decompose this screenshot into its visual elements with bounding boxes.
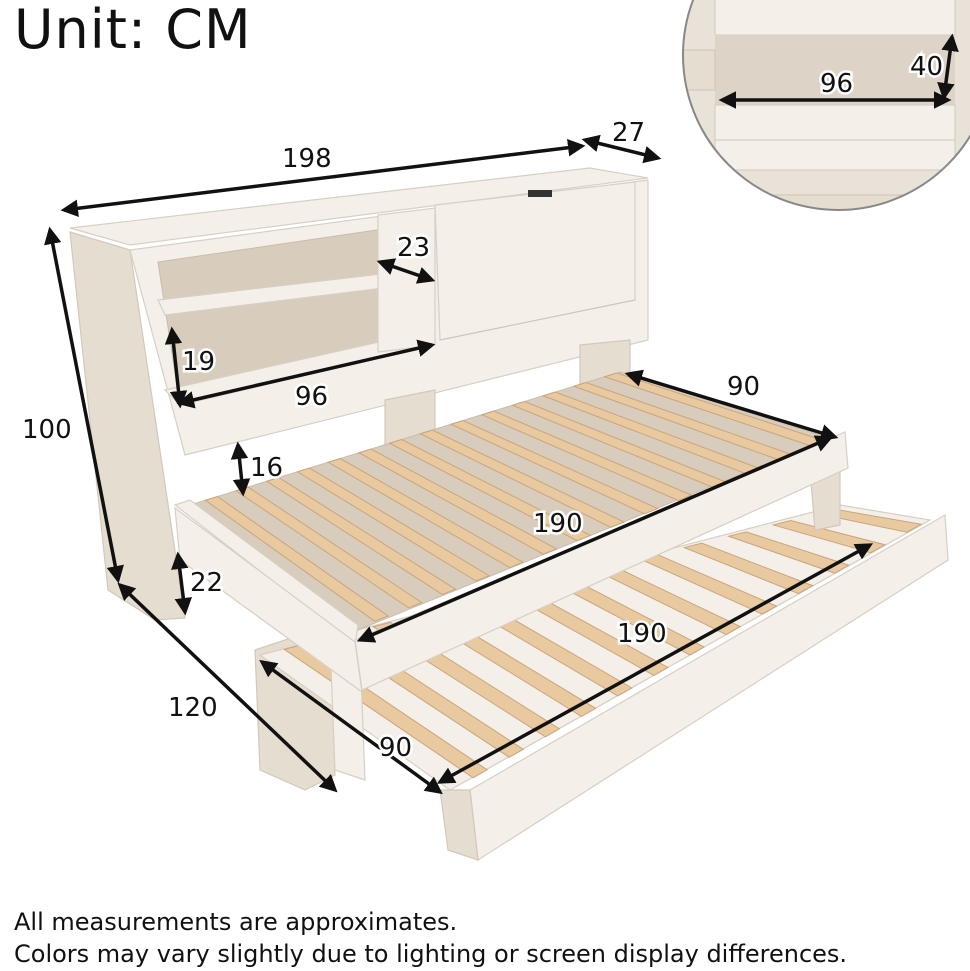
headboard-depth-label: 27 xyxy=(612,118,645,148)
mattress-width-label: 90 xyxy=(727,372,760,402)
trundle-width-label: 90 xyxy=(379,733,412,763)
dimension-arrows xyxy=(44,134,874,795)
unit-label: Unit: CM xyxy=(14,0,252,61)
shelf-height-label: 19 xyxy=(182,347,215,377)
inset-width-label: 96 xyxy=(820,69,853,99)
footer-note-colors: Colors may vary slightly due to lighting… xyxy=(14,940,848,968)
trundle-length-label: 190 xyxy=(617,619,667,649)
rail-height-label: 16 xyxy=(250,453,283,483)
mattress-length-label: 190 xyxy=(533,509,583,539)
shelf-depth-label: 23 xyxy=(397,233,430,263)
footer-note-approximate: All measurements are approximates. xyxy=(14,908,458,936)
cabinet-inset: 96 40 xyxy=(682,0,970,211)
overall-length-label: 198 xyxy=(282,144,332,174)
clearance-height-label: 22 xyxy=(190,568,223,598)
overall-width-label: 120 xyxy=(168,693,218,723)
overall-height-label: 100 xyxy=(22,415,72,445)
dimension-labels: 198 27 23 19 96 100 16 90 190 22 190 120… xyxy=(20,116,763,766)
inset-height-label: 40 xyxy=(910,52,943,82)
shelf-width-label: 96 xyxy=(295,382,328,412)
